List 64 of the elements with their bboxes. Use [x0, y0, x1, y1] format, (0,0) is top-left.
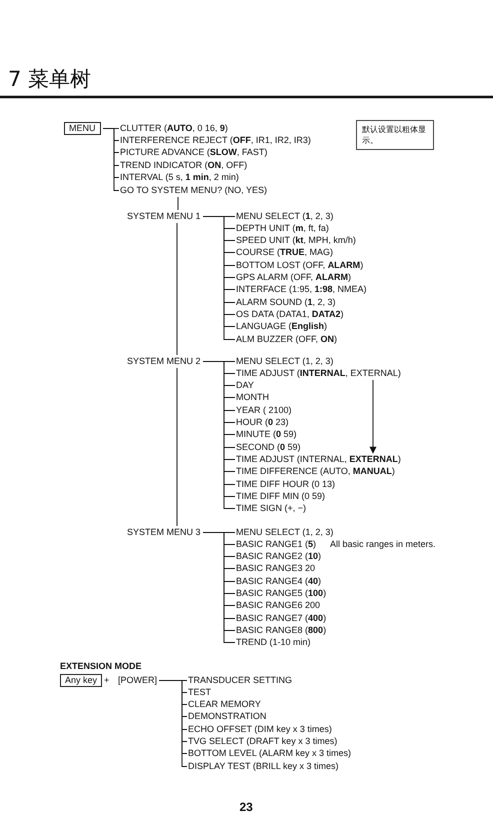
menu-item: TIME DIFFERENCE (AUTO, MANUAL) [236, 466, 395, 478]
menu-item: ALM BUZZER (OFF, ON) [236, 334, 338, 344]
menu-item: BASIC RANGE5 (100) [236, 588, 326, 599]
menu-heading: SYSTEM MENU 1 [127, 210, 201, 222]
menu-item: ECHO OFFSET (DIM key x 3 times) [188, 724, 332, 735]
menu-item: DEMONSTRATION [188, 711, 266, 722]
note-text: All basic ranges in meters. [330, 538, 436, 550]
menu-item: CLEAR MEMORY [188, 699, 261, 710]
menu-item: DEPTH UNIT (m, ft, fa) [236, 222, 329, 234]
menu-item: TRANSDUCER SETTING [188, 674, 292, 686]
flow-arrow [370, 380, 376, 454]
menu-item: LANGUAGE (English) [236, 321, 328, 332]
menu-item: GPS ALARM (OFF, ALARM) [236, 272, 352, 283]
menu-item: INTERFERENCE REJECT (OFF, IR1, IR2, IR3) [120, 134, 311, 146]
menu-item: SECOND (0 59) [236, 442, 301, 453]
menu-item: GO TO SYSTEM MENU? (NO, YES) [120, 184, 268, 196]
menu-item: BOTTOM LEVEL (ALARM key x 3 times) [188, 748, 352, 760]
menu-item: MENU SELECT (1, 2, 3) [236, 210, 334, 222]
menu-item: OS DATA (DATA1, DATA2) [236, 308, 344, 320]
menu-item: TIME DIFF MIN (0 59) [236, 490, 326, 502]
menu-item: BASIC RANGE8 (800) [236, 624, 326, 636]
menu-item: TIME SIGN (+, −) [236, 503, 306, 514]
menu-item: MENU SELECT (1, 2, 3) [236, 526, 334, 538]
mode-heading: EXTENSION MODE [60, 660, 142, 672]
key-label: MENU [64, 122, 100, 134]
menu-item: BASIC RANGE4 (40) [236, 576, 322, 587]
menu-heading: SYSTEM MENU 2 [127, 356, 201, 366]
menu-item: BASIC RANGE1 (5) [236, 538, 316, 550]
key-label: Any key [60, 674, 102, 686]
menu-item: TEST [188, 686, 212, 698]
menu-item: TVG SELECT (DRAFT key x 3 times) [188, 736, 338, 747]
note-box: 默认设置以粗体显示。 [356, 120, 434, 150]
menu-item: TIME ADJUST (INTERNAL, EXTERNAL) [236, 454, 401, 465]
menu-item: BASIC RANGE3 20 [236, 563, 316, 574]
menu-item: COURSE (TRUE, MAG) [236, 247, 334, 258]
menu-item: INTERVAL (5 s, 1 min, 2 min) [120, 172, 239, 184]
menu-item: TREND (1-10 min) [236, 637, 311, 648]
menu-item: TREND INDICATOR (ON, OFF) [120, 160, 248, 171]
menu-item: TIME DIFF HOUR (0 13) [236, 478, 336, 490]
menu-item: YEAR ( 2100) [236, 404, 292, 416]
menu-item: MONTH [236, 392, 269, 404]
plus-sign: + [104, 674, 110, 686]
menu-item: HOUR (0 23) [236, 417, 289, 428]
menu-item: BASIC RANGE7 (400) [236, 612, 326, 624]
menu-heading: [POWER] [118, 674, 158, 686]
menu-item: PICTURE ADVANCE (SLOW, FAST) [120, 147, 268, 158]
menu-item: BASIC RANGE2 (10) [236, 551, 322, 562]
menu-item: DAY [236, 380, 254, 392]
menu-item: TIME ADJUST (INTERNAL, EXTERNAL) [236, 368, 401, 379]
menu-item: MINUTE (0 59) [236, 429, 297, 440]
menu-item: DISPLAY TEST (BRILL key x 3 times) [188, 760, 339, 772]
tree-connector [176, 222, 178, 356]
section-title: 7 菜单树 [8, 66, 92, 92]
menu-item: INTERFACE (1:95, 1:98, NMEA) [236, 284, 367, 296]
menu-item: MENU SELECT (1, 2, 3) [236, 356, 334, 366]
menu-heading: SYSTEM MENU 3 [127, 526, 201, 538]
menu-item: SPEED UNIT (kt, MPH, km/h) [236, 235, 356, 246]
menu-item: ALARM SOUND (1, 2, 3) [236, 296, 336, 308]
tree-connector [102, 128, 120, 191]
menu-item: BASIC RANGE6 200 [236, 600, 320, 612]
page-number: 23 [240, 802, 253, 812]
tree-connector [176, 368, 178, 526]
menu-item: CLUTTER (AUTO, 0 16, 9) [120, 122, 228, 134]
menu-item: BOTTOM LOST (OFF, ALARM) [236, 260, 364, 271]
